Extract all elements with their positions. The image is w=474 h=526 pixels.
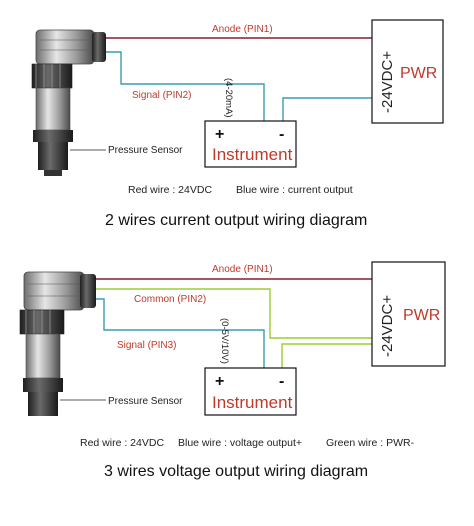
sensor-label-2: Pressure Sensor — [108, 396, 183, 407]
instrument-minus-2: - — [279, 373, 284, 390]
diagram-title-2: 3 wires voltage output wiring diagram — [104, 463, 368, 480]
pwr-box-1: -24VDC+ PWR — [371, 19, 444, 124]
instrument-box-2: + - Instrument — [204, 367, 297, 416]
pwr-label-1: PWR — [400, 65, 437, 82]
anode-label-1: Anode (PIN1) — [212, 24, 273, 35]
legend-blue-2: Blue wire : voltage output+ — [178, 437, 302, 449]
sensor-label-1: Pressure Sensor — [108, 145, 183, 156]
signal-label-1: Signal (PIN2) — [132, 90, 191, 101]
pressure-sensor-image-2 — [19, 271, 96, 416]
diagram-2-wire: Anode (PIN1) Signal (PIN2) (4-20mA) Pres… — [31, 19, 444, 229]
common-label-2: Common (PIN2) — [134, 294, 206, 305]
blue-wire-output-1 — [282, 97, 372, 121]
pwr-label-2: PWR — [403, 307, 440, 324]
voltage-label-2: -24VDC+ — [379, 295, 396, 357]
diagram-title-1: 2 wires current output wiring diagram — [105, 212, 367, 229]
signal-label-2: Signal (PIN3) — [117, 340, 176, 351]
legend-red-2: Red wire : 24VDC — [80, 437, 164, 449]
instrument-label-1: Instrument — [212, 145, 293, 164]
instrument-plus-2: + — [215, 373, 224, 390]
pressure-sensor-image-1 — [31, 29, 106, 176]
instrument-minus-1: - — [279, 126, 284, 143]
instrument-box-1: + - Instrument — [204, 120, 297, 168]
diagram-3-wire: Anode (PIN1) Common (PIN2) Signal (PIN3)… — [19, 261, 446, 480]
legend-blue-1: Blue wire : current output — [236, 184, 353, 196]
anode-label-2: Anode (PIN1) — [212, 264, 273, 275]
pwr-box-2: -24VDC+ PWR — [371, 261, 446, 367]
instrument-plus-1: + — [215, 126, 224, 143]
range-label-2: (0-5V/10V) — [219, 318, 230, 364]
green-wire-minus-2 — [281, 343, 372, 368]
range-label-1: (4-20mA) — [223, 78, 234, 118]
voltage-label-1: -24VDC+ — [379, 51, 396, 113]
blue-wire-signal-2 — [96, 298, 265, 368]
green-wire-common-2 — [96, 288, 372, 339]
legend-red-1: Red wire : 24VDC — [128, 184, 212, 196]
blue-wire-signal-1 — [106, 51, 265, 121]
legend-green-2: Green wire : PWR- — [326, 437, 415, 449]
instrument-label-2: Instrument — [212, 393, 293, 412]
